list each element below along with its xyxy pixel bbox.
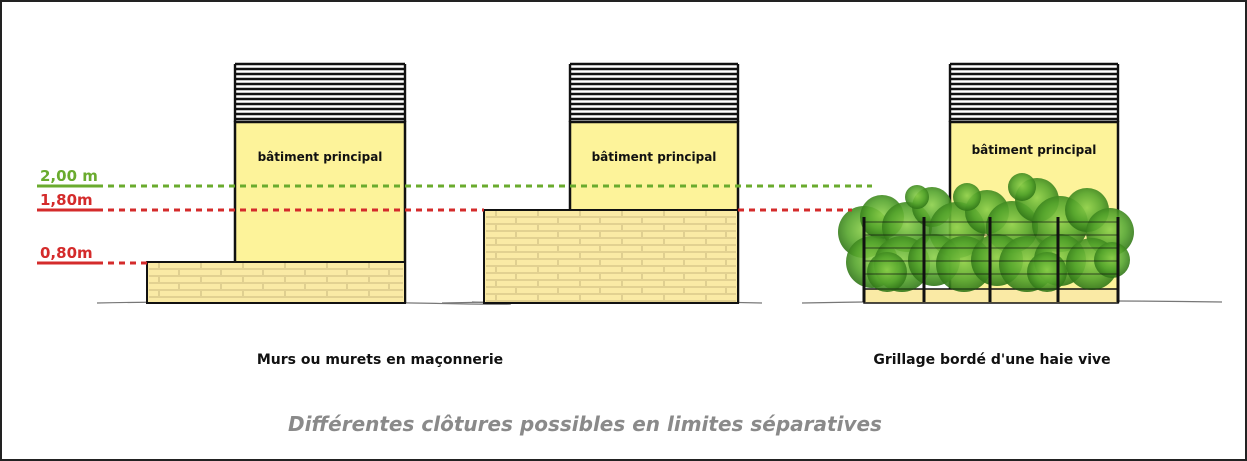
level-line-1-80m: 1,80m <box>37 191 852 212</box>
building-1: bâtiment principal <box>233 62 407 304</box>
building-label-2: bâtiment principal <box>592 150 717 164</box>
building-label-3: bâtiment principal <box>972 143 1097 157</box>
level-label-1-80m: 1,80m <box>40 191 93 209</box>
caption-masonry: Murs ou murets en maçonnerie <box>257 352 503 368</box>
hedge-with-grille <box>838 173 1134 304</box>
high-masonry-wall <box>483 209 739 304</box>
level-label-0-80m: 0,80m <box>40 244 93 262</box>
footer-title: Différentes clôtures possibles en limite… <box>288 412 882 436</box>
roof-2 <box>568 62 740 122</box>
caption-hedge: Grillage bordé d'une haie vive <box>873 352 1110 368</box>
level-line-2m: 2,00 m <box>37 167 872 188</box>
level-line-0-80m: 0,80m <box>37 244 147 265</box>
level-label-2m: 2,00 m <box>40 167 98 185</box>
low-masonry-wall <box>146 261 406 304</box>
building-label-1: bâtiment principal <box>258 150 383 164</box>
roof-1 <box>233 62 407 122</box>
roof-3 <box>948 62 1120 122</box>
